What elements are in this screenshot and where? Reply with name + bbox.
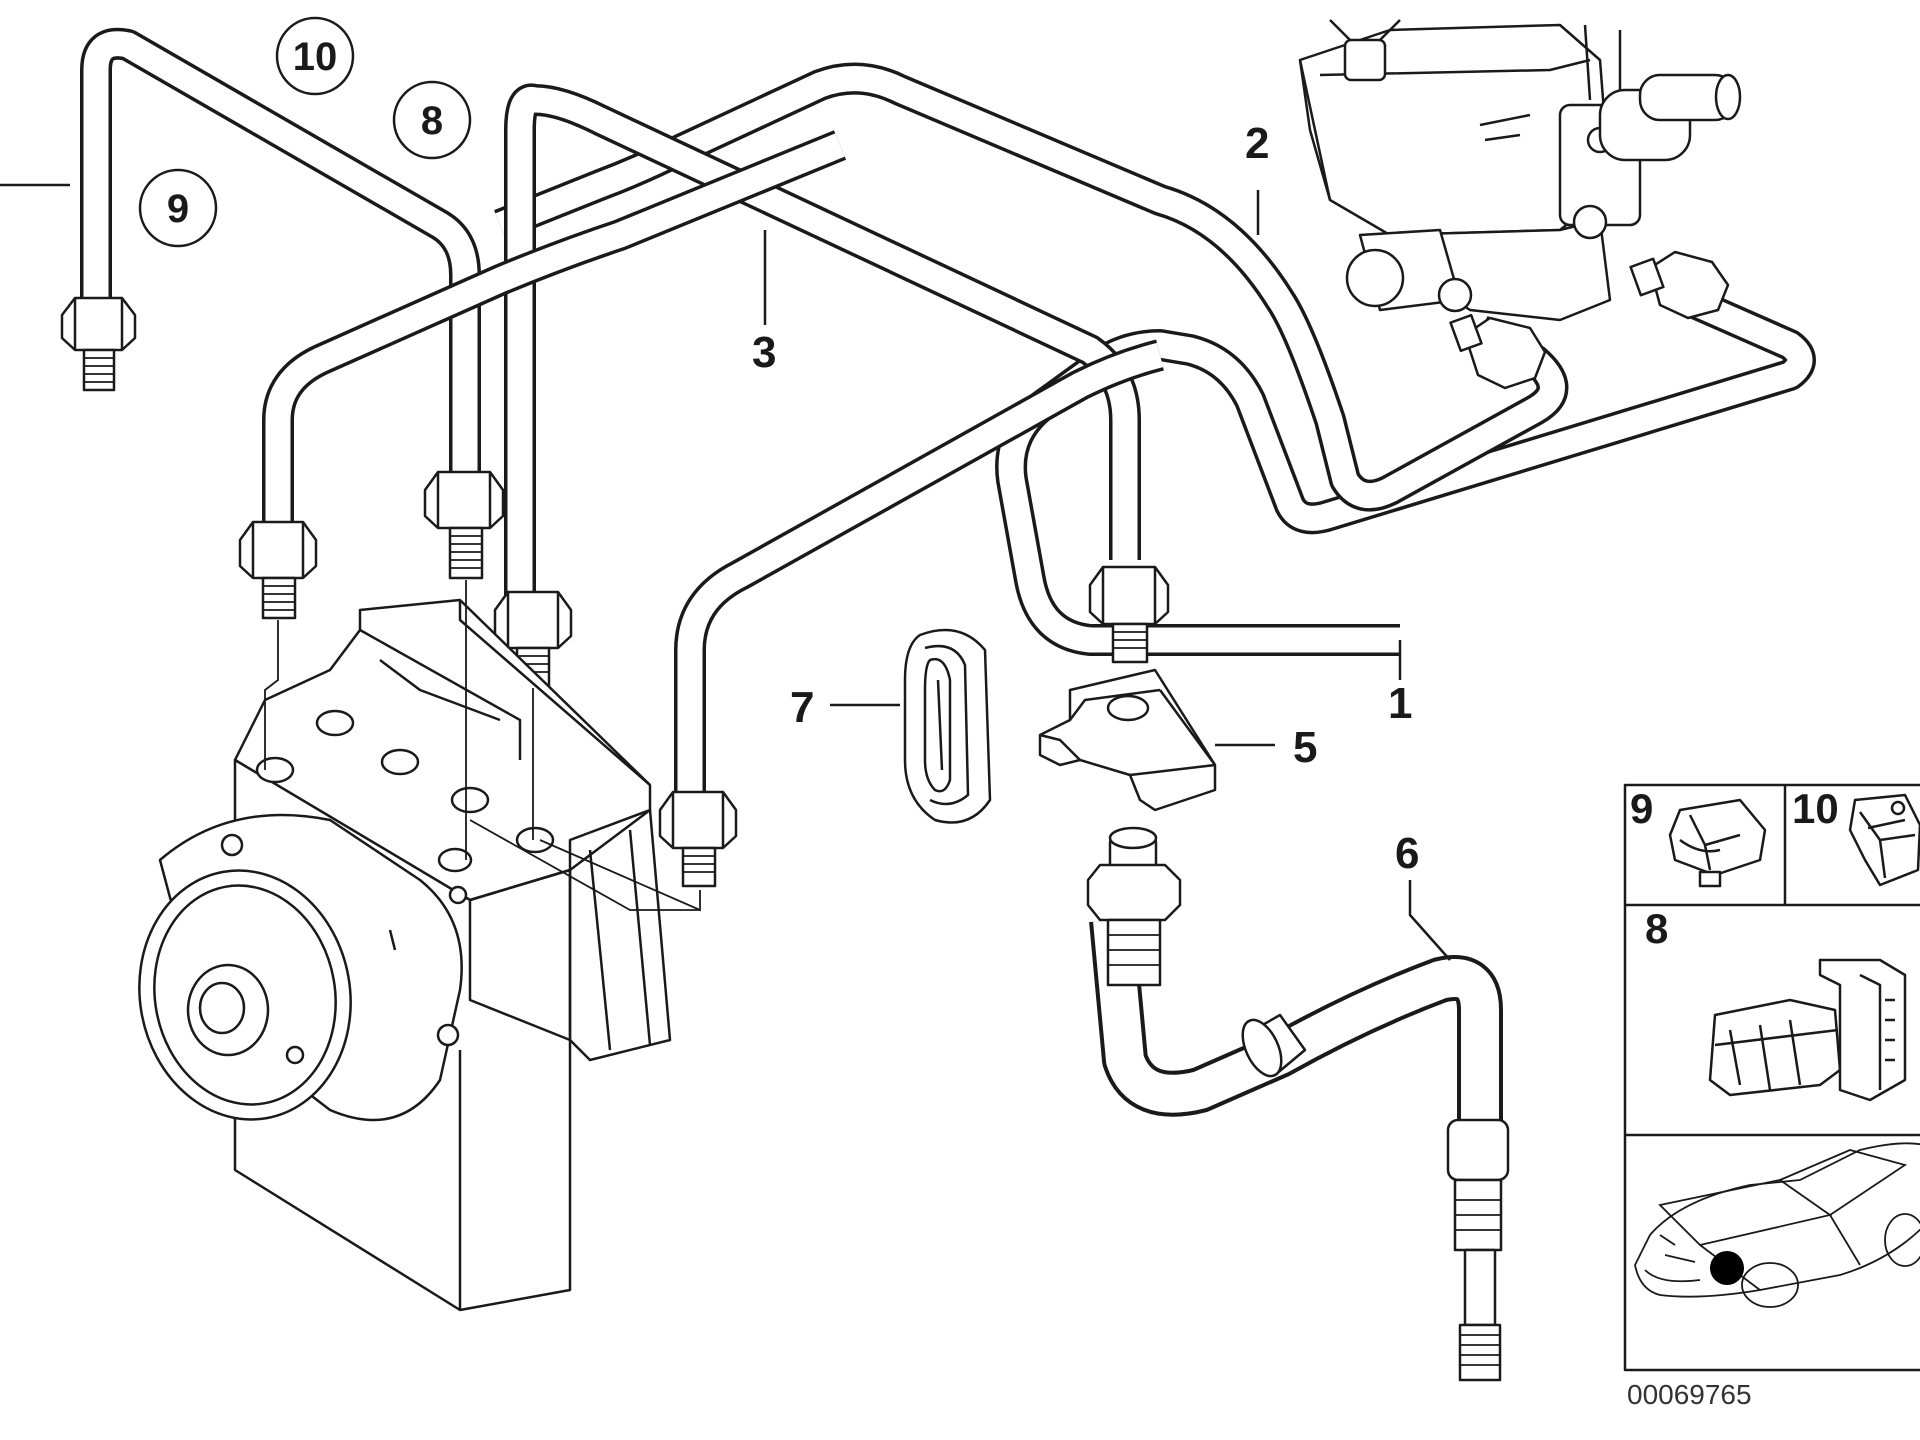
abs-unit bbox=[138, 580, 701, 1312]
fitting-abs-2 bbox=[423, 470, 505, 580]
leader-lines bbox=[0, 183, 1451, 961]
circled-callout-8: 8 bbox=[392, 80, 472, 160]
brake-hose-part-6 bbox=[1086, 826, 1510, 1382]
clip-part-10 bbox=[1848, 793, 1920, 887]
clip-part-9 bbox=[1668, 798, 1767, 888]
callout-1: 1 bbox=[1388, 679, 1412, 728]
circled-callout-9: 9 bbox=[138, 168, 218, 248]
inset-panel: 9 10 8 bbox=[1623, 783, 1920, 1372]
fitting-left-top bbox=[60, 296, 137, 392]
fitting-abs-1 bbox=[238, 520, 318, 620]
location-marker-dot bbox=[1710, 1251, 1744, 1285]
callouts: 1 2 3 5 6 7 10 8 9 bbox=[138, 16, 1419, 878]
fitting-abs-4 bbox=[658, 790, 738, 888]
brake-line-1 bbox=[995, 275, 1816, 656]
callout-8: 8 bbox=[421, 99, 443, 143]
inset-label-9: 9 bbox=[1630, 785, 1653, 832]
vehicle-locator bbox=[1634, 1142, 1920, 1308]
brake-line-short-left bbox=[80, 27, 481, 480]
callout-10: 10 bbox=[293, 35, 338, 79]
fitting-master-right bbox=[1629, 250, 1730, 320]
brake-line-abs-right bbox=[674, 339, 1164, 800]
callout-9: 9 bbox=[167, 187, 189, 231]
master-cylinder bbox=[1298, 19, 1742, 322]
callout-2: 2 bbox=[1245, 119, 1269, 168]
callout-3: 3 bbox=[752, 328, 776, 377]
circled-callout-10: 10 bbox=[275, 16, 355, 96]
fitting-center bbox=[1088, 565, 1170, 664]
inset-label-10: 10 bbox=[1792, 785, 1839, 832]
callout-6: 6 bbox=[1395, 829, 1419, 878]
document-number: 00069765 bbox=[1627, 1379, 1752, 1410]
callout-7: 7 bbox=[790, 683, 814, 732]
brake-line-3 bbox=[504, 83, 1141, 610]
fitting-master-left bbox=[1449, 313, 1547, 390]
bracket-part-5 bbox=[1038, 668, 1217, 812]
brake-line-abs-left bbox=[262, 130, 847, 530]
clip-part-8 bbox=[1708, 958, 1907, 1102]
brake-line-2 bbox=[494, 62, 1569, 512]
callout-5: 5 bbox=[1293, 723, 1317, 772]
grommet-part-7 bbox=[903, 628, 992, 824]
inset-label-8: 8 bbox=[1645, 905, 1668, 952]
